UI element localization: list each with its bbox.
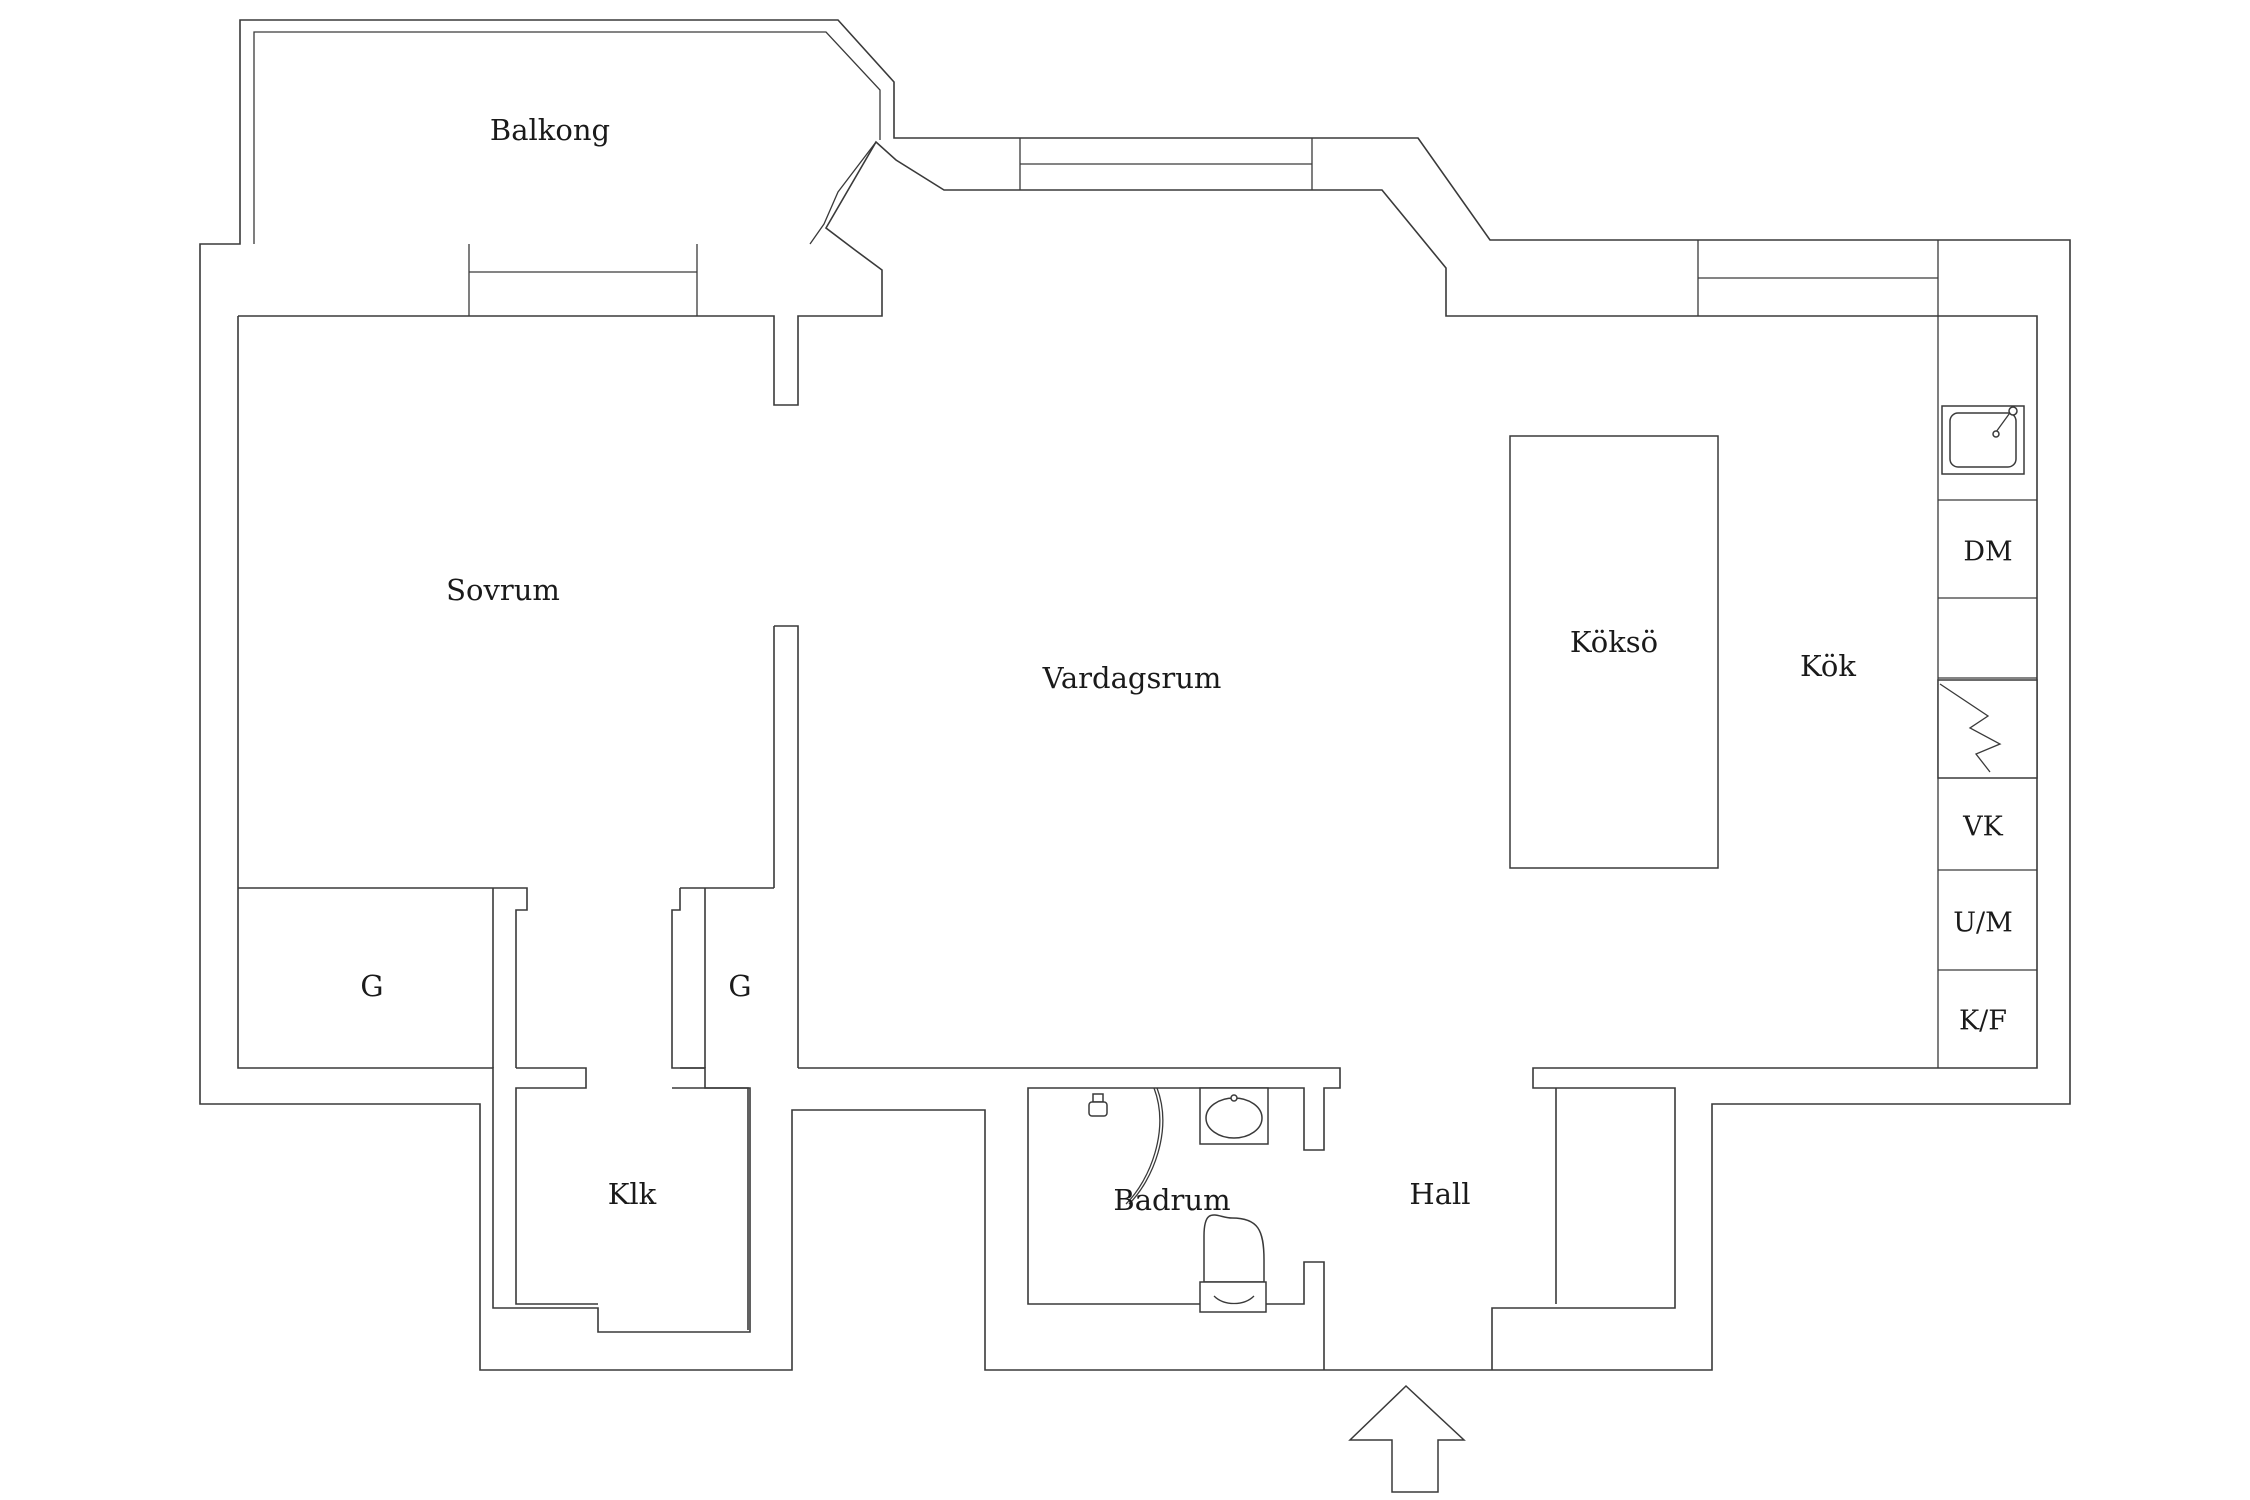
appliance-labels: DM VK U/M K/F: [1953, 537, 2013, 1037]
stove-icon: [1937, 679, 2038, 779]
room-labels: Balkong Sovrum Vardagsrum Köksö Kök G G …: [360, 113, 1856, 1217]
label-vk: VK: [1962, 812, 2003, 843]
label-kf: K/F: [1959, 1006, 2007, 1037]
kitchen-island: [1509, 435, 1719, 869]
entrance-arrow-icon: [1348, 1384, 1466, 1493]
toilet-icon: [1199, 1214, 1267, 1313]
label-um: U/M: [1953, 908, 2013, 939]
room-label-koksoe: Köksö: [1570, 625, 1658, 659]
room-label-balkong: Balkong: [490, 113, 610, 147]
room-label-sovrum: Sovrum: [446, 573, 560, 607]
interior-walls: [238, 625, 1557, 1370]
shower-icon: [1088, 1087, 1164, 1205]
room-label-badrum: Badrum: [1113, 1183, 1230, 1217]
room-label-kok: Kök: [1800, 649, 1856, 683]
washbasin-icon: [1199, 1087, 1269, 1145]
balcony: [253, 31, 881, 245]
room-label-garderob-right: G: [728, 969, 751, 1003]
room-label-vardagsrum: Vardagsrum: [1042, 661, 1222, 695]
room-label-garderob-left: G: [360, 969, 383, 1003]
label-dm: DM: [1963, 537, 2012, 568]
room-label-hall: Hall: [1409, 1177, 1470, 1211]
outer-walls: [199, 19, 2071, 1371]
windows: [468, 138, 1939, 316]
room-label-klk: Klk: [608, 1177, 657, 1211]
kitchen-sink-icon: [1941, 405, 2025, 475]
